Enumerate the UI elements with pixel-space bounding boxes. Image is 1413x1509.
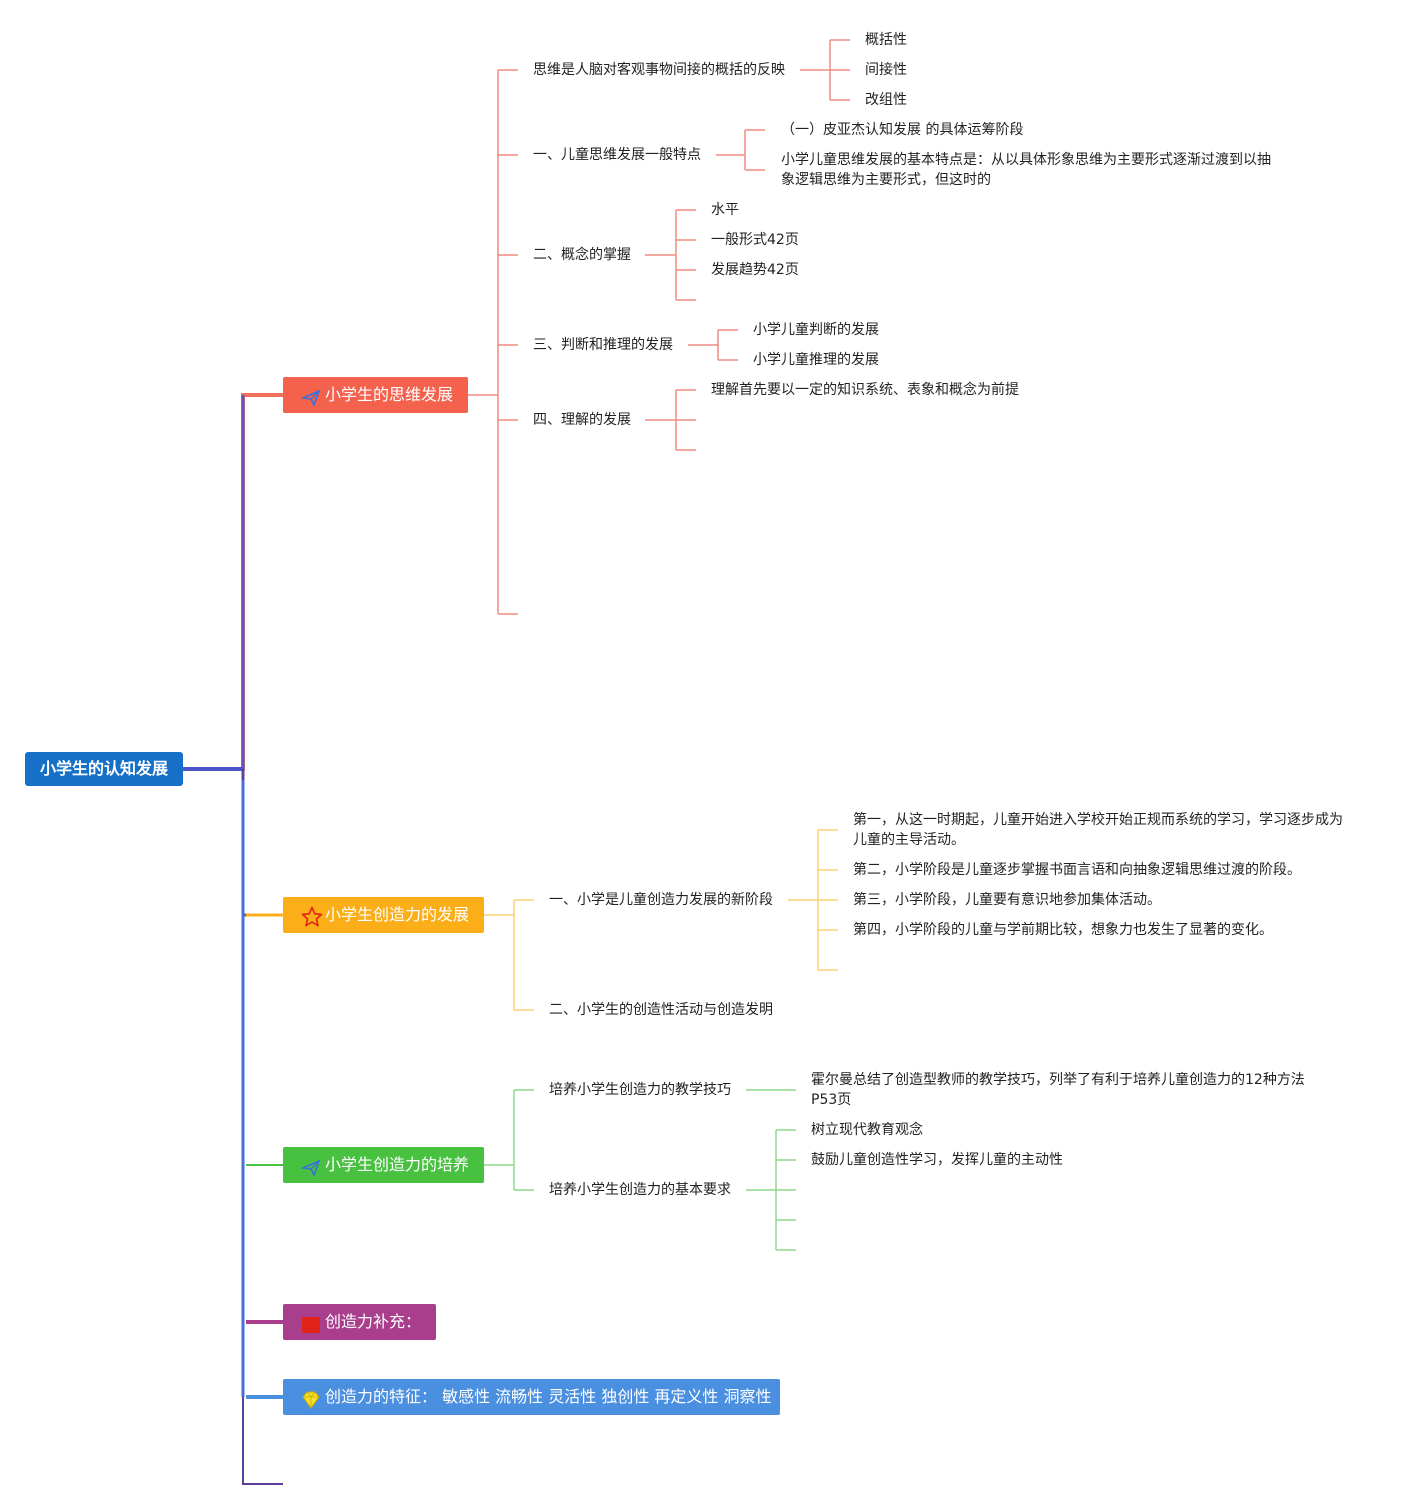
leaf-level[interactable]: 水平	[711, 202, 739, 218]
branch-creativity-supplement[interactable]: 创造力补充：	[283, 1304, 436, 1340]
leaf-reorganization[interactable]: 改组性	[865, 92, 907, 108]
topic-creative-activities[interactable]: 二、小学生的创造性活动与创造发明	[549, 1002, 773, 1018]
branch-label: 小学生的思维发展	[325, 385, 454, 404]
paper-plane-icon	[300, 1155, 321, 1178]
topic-teaching-skills[interactable]: 培养小学生创造力的教学技巧	[549, 1082, 731, 1098]
branch-label: 创造力补充：	[325, 1312, 422, 1331]
root-topic[interactable]: 小学生的认知发展	[25, 752, 183, 786]
leaf-basic-features[interactable]: 小学儿童思维发展的基本特点是：从以具体形象思维为主要形式逐渐过渡到以抽象逻辑思维…	[781, 152, 1271, 188]
leaf-understanding-premise[interactable]: 理解首先要以一定的知识系统、表象和概念为前提	[711, 382, 1019, 398]
leaf-first-point[interactable]: 第一，从这一时期起，儿童开始进入学校开始正规而系统的学习，学习逐步成为儿童的主导…	[853, 812, 1343, 848]
leaf-third-point[interactable]: 第三，小学阶段，儿童要有意识地参加集体活动。	[853, 892, 1161, 908]
topic-new-stage[interactable]: 一、小学是儿童创造力发展的新阶段	[549, 892, 773, 908]
leaf-hallman-methods[interactable]: 霍尔曼总结了创造型教师的教学技巧，列举了有利于培养儿童创造力的12种方法P53页	[811, 1072, 1305, 1108]
topic-judgment-reasoning[interactable]: 三、判断和推理的发展	[533, 337, 673, 353]
leaf-judgment[interactable]: 小学儿童判断的发展	[753, 322, 879, 338]
leaf-fourth-point[interactable]: 第四，小学阶段的儿童与学前期比较，想象力也发生了显著的变化。	[853, 922, 1273, 938]
branch-label: 创造力的特征： 敏感性 流畅性 灵活性 独创性 再定义性 洞察性	[325, 1387, 772, 1406]
leaf-reasoning[interactable]: 小学儿童推理的发展	[753, 352, 879, 368]
topic-concept-mastery[interactable]: 二、概念的掌握	[533, 247, 631, 263]
topic-general-features[interactable]: 一、儿童思维发展一般特点	[533, 147, 701, 163]
diamond-icon	[301, 1387, 321, 1409]
leaf-modern-education[interactable]: 树立现代教育观念	[811, 1122, 923, 1138]
leaf-piaget-stage[interactable]: （一）皮亚杰认知发展 的具体运筹阶段	[781, 122, 1024, 138]
branch-label: 小学生创造力的发展	[325, 905, 470, 924]
leaf-generality[interactable]: 概括性	[865, 32, 907, 48]
leaf-encourage-creative-learning[interactable]: 鼓励儿童创造性学习，发挥儿童的主动性	[811, 1152, 1063, 1168]
leaf-trend[interactable]: 发展趋势42页	[711, 262, 799, 278]
branch-creativity-fostering[interactable]: 小学生创造力的培养	[283, 1147, 484, 1183]
leaf-second-point[interactable]: 第二，小学阶段是儿童逐步掌握书面言语和向抽象逻辑思维过渡的阶段。	[853, 862, 1301, 878]
leaf-indirectness[interactable]: 间接性	[865, 62, 907, 78]
topic-understanding[interactable]: 四、理解的发展	[533, 412, 631, 428]
branch-creativity-features[interactable]: 创造力的特征： 敏感性 流畅性 灵活性 独创性 再定义性 洞察性	[283, 1379, 780, 1415]
flag-icon	[301, 1312, 321, 1333]
topic-thinking-definition[interactable]: 思维是人脑对客观事物间接的概括的反映	[533, 62, 785, 78]
star-icon	[301, 905, 323, 927]
branch-thinking-development[interactable]: 小学生的思维发展	[283, 377, 468, 413]
leaf-general-form[interactable]: 一般形式42页	[711, 232, 799, 248]
branch-creativity-development[interactable]: 小学生创造力的发展	[283, 897, 484, 933]
topic-basic-requirements[interactable]: 培养小学生创造力的基本要求	[549, 1182, 731, 1198]
paper-plane-icon	[300, 385, 321, 408]
branch-label: 小学生创造力的培养	[325, 1155, 470, 1174]
